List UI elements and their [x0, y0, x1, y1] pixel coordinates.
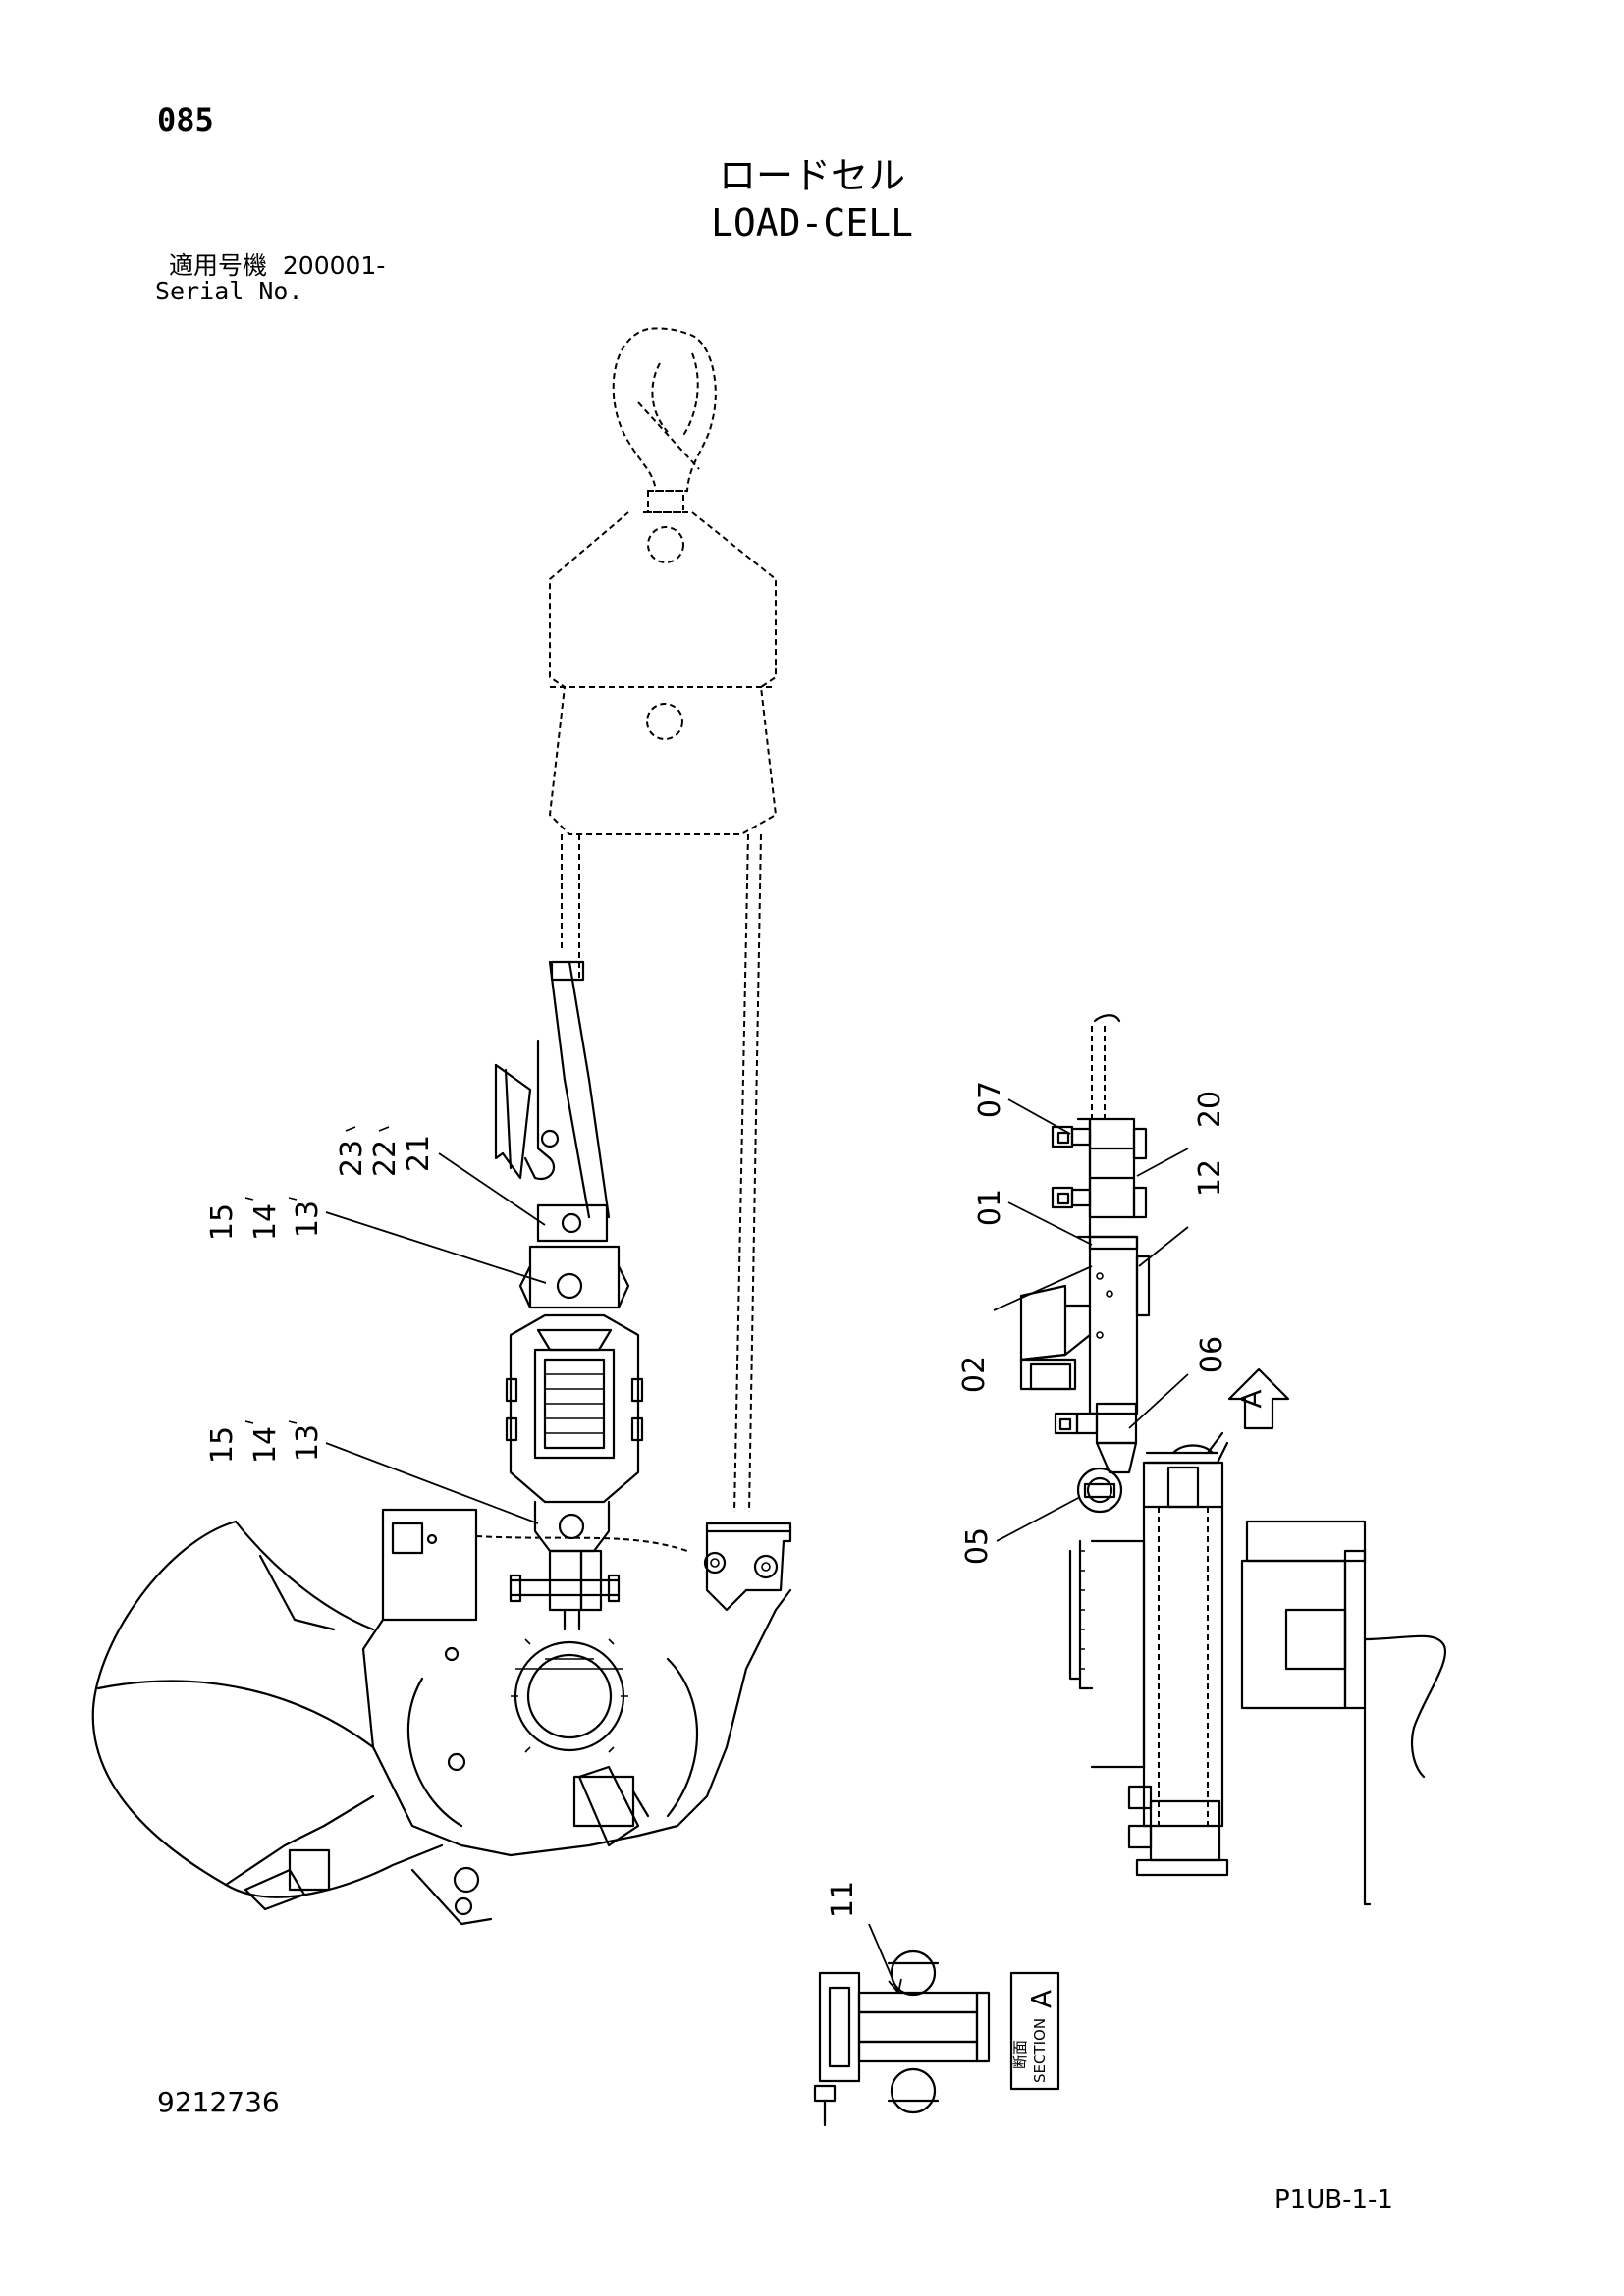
callout-23: 23 [335, 1140, 369, 1177]
section-arrow-letter: A [1235, 1389, 1268, 1408]
leader-lines [325, 1098, 1189, 1994]
callout-13a: 13 [291, 1201, 325, 1238]
callout-02: 02 [957, 1356, 992, 1393]
callout-20: 20 [1193, 1091, 1227, 1128]
callout-22: 22 [368, 1140, 403, 1177]
callout-15a: 15 [205, 1203, 240, 1241]
section-a-label: 断面 SECTION A [1009, 1971, 1060, 2091]
serial-label-english: Serial No. [155, 277, 303, 305]
section-arrow: A [1227, 1367, 1290, 1430]
callout-12: 12 [1193, 1159, 1227, 1197]
page-number: 085 [157, 101, 214, 138]
callout-14b: 14 [248, 1426, 283, 1464]
section-label-en: SECTION [1031, 2018, 1049, 2083]
load-cell-assembly [505, 1203, 644, 1631]
callout-13b: 13 [291, 1424, 325, 1462]
callout-21: 21 [402, 1135, 436, 1172]
section-a-detail [813, 1949, 991, 2127]
section-label-jp: 断面 [1011, 2040, 1029, 2069]
callout-15b: 15 [205, 1426, 240, 1464]
base-structure [91, 1508, 792, 1926]
callout-06: 06 [1195, 1336, 1229, 1373]
callout-05: 05 [960, 1527, 995, 1565]
title-japanese: ロードセル [718, 154, 905, 197]
side-view [1019, 1014, 1446, 1906]
drawing-number: 9212736 [157, 2086, 280, 2118]
callout-11: 11 [826, 1881, 860, 1918]
section-label-letter: A [1025, 1990, 1057, 2008]
wire-rope [494, 833, 762, 1513]
callout-01: 01 [973, 1189, 1007, 1226]
serial-range-japanese: 適用号機 200001- [169, 251, 386, 280]
callout-14a: 14 [248, 1203, 283, 1241]
callout-07: 07 [973, 1081, 1007, 1118]
title-english: LOAD-CELL [711, 201, 913, 244]
hook-block [548, 327, 778, 835]
sheet-code: P1UB-1-1 [1274, 2185, 1393, 2215]
callouts: 23 22 21 15 14 13 15 14 13 07 20 01 12 0… [205, 1081, 1229, 1918]
